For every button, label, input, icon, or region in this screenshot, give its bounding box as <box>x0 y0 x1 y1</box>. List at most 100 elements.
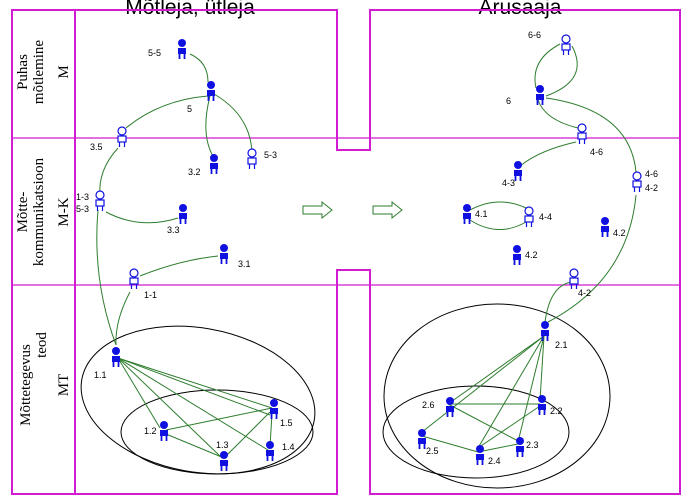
node-label: 4-2 <box>578 288 591 298</box>
node-n1-3: 1-3 <box>76 190 105 211</box>
node-label: 4.1 <box>475 209 488 219</box>
node-label: 3.2 <box>188 167 201 177</box>
node-n4-6: 4-6 <box>577 123 603 157</box>
node-n5-3: 5-3 <box>247 148 277 169</box>
row-label-top: Puhas mõtlemine <box>15 40 47 104</box>
person-hollow-icon <box>129 268 139 289</box>
node-label: 4-6 <box>590 147 603 157</box>
node-n3-5: 3.5 <box>90 126 127 152</box>
svg-text:M: M <box>56 65 72 78</box>
person-filled-icon <box>514 161 522 181</box>
node-n3-1: 3.1 <box>220 244 251 269</box>
node-label: 5-5 <box>148 48 161 58</box>
node-n2.3: 2.3 <box>516 437 539 457</box>
node-n6-6: 6-6 <box>528 30 571 55</box>
person-hollow-icon <box>577 123 587 144</box>
node-n4-6b: 4-6 <box>632 169 658 192</box>
node-label: 2.6 <box>422 400 435 410</box>
transfer-arrow-2 <box>372 200 403 220</box>
row-label-mid: Mõtte- kommunikatsioon <box>15 157 47 266</box>
svg-text:kommunikatsioon: kommunikatsioon <box>31 157 47 266</box>
person-filled-icon <box>266 441 274 461</box>
node-label: 1.5 <box>280 418 293 428</box>
node-label: 3.1 <box>238 259 251 269</box>
node-label: 3.5 <box>90 142 103 152</box>
node-label: 5-3 <box>76 204 89 214</box>
node-label: 4-4 <box>539 212 552 222</box>
person-filled-icon <box>220 244 228 264</box>
person-filled-icon <box>160 421 168 441</box>
node-label: 1.1 <box>94 370 107 380</box>
person-hollow-icon <box>95 190 105 211</box>
person-filled-icon <box>178 39 186 59</box>
person-hollow-icon <box>632 171 642 192</box>
row-code-top: M <box>56 65 72 78</box>
node-label: 2.5 <box>426 446 439 456</box>
node-label: 4.2 <box>613 228 626 238</box>
person-filled-icon <box>538 395 546 415</box>
person-filled-icon <box>210 154 218 174</box>
node-n3-2: 3.2 <box>188 154 218 177</box>
node-n5: 5 <box>187 81 215 114</box>
node-n1.5: 1.5 <box>270 399 293 428</box>
node-n1.2: 1.2 <box>144 421 168 441</box>
person-filled-icon <box>270 399 278 419</box>
node-label: 2.1 <box>555 340 568 350</box>
person-hollow-icon <box>247 148 257 169</box>
svg-text:Mõtte-: Mõtte- <box>15 192 31 233</box>
edges-left <box>96 53 273 459</box>
node-n1.1: 1.1 <box>94 347 120 380</box>
node-n5-5: 5-5 <box>148 39 186 59</box>
node-label: 6-6 <box>528 30 541 40</box>
person-hollow-icon <box>561 34 571 55</box>
node-n2.2: 2.2 <box>538 395 563 416</box>
node-n2.4: 2.4 <box>476 445 501 466</box>
person-filled-icon <box>513 245 521 265</box>
person-filled-icon <box>207 81 215 101</box>
node-n4-4: 4-4 <box>524 206 552 227</box>
node-n3-3: 3.3 <box>167 204 187 235</box>
svg-text:mõtlemine: mõtlemine <box>31 40 47 104</box>
person-hollow-icon <box>117 126 127 147</box>
node-label: 1-1 <box>144 290 157 300</box>
node-label: 4-3 <box>502 178 515 188</box>
node-label: 4-6 <box>645 169 658 179</box>
outer-frame <box>11 9 681 495</box>
node-label: 3.3 <box>167 225 180 235</box>
ellipse-left-outer <box>80 325 316 475</box>
person-filled-icon <box>536 85 544 105</box>
node-n4.1: 4.1 <box>463 204 488 224</box>
node-n1-1: 1-1 <box>129 268 157 300</box>
transfer-arrow-1 <box>302 200 333 220</box>
person-filled-icon <box>179 204 187 224</box>
node-label: 6 <box>506 96 511 106</box>
node-label: 1.4 <box>282 442 295 452</box>
person-filled-icon <box>463 204 471 224</box>
person-filled-icon <box>601 217 609 237</box>
node-label: 4.2 <box>525 250 538 260</box>
person-hollow-icon <box>524 206 534 227</box>
person-filled-icon <box>446 397 454 417</box>
svg-text:teod: teod <box>34 332 50 358</box>
person-filled-icon <box>516 437 524 457</box>
row-label-bot: Mõttetegevus teod <box>18 332 50 426</box>
node-n4.2b: 4.2 <box>513 245 538 265</box>
node-label: 5-3 <box>264 150 277 160</box>
node-label: 2.3 <box>526 440 539 450</box>
node-label: 4-2 <box>645 183 658 193</box>
svg-text:M-K: M-K <box>56 197 72 226</box>
ellipse-right-inner <box>382 385 570 479</box>
svg-text:Mõttetegevus: Mõttetegevus <box>18 344 34 426</box>
node-label: 1.3 <box>216 440 229 450</box>
person-filled-icon <box>112 347 120 367</box>
row-code-mid: M-K <box>56 197 72 226</box>
person-filled-icon <box>541 321 549 341</box>
node-label: 2.2 <box>550 406 563 416</box>
node-n2.6: 2.6 <box>422 397 454 417</box>
node-n4.2a: 4.2 <box>601 217 626 238</box>
node-n1.3: 1.3 <box>216 440 229 471</box>
node-n6: 6 <box>506 85 544 106</box>
